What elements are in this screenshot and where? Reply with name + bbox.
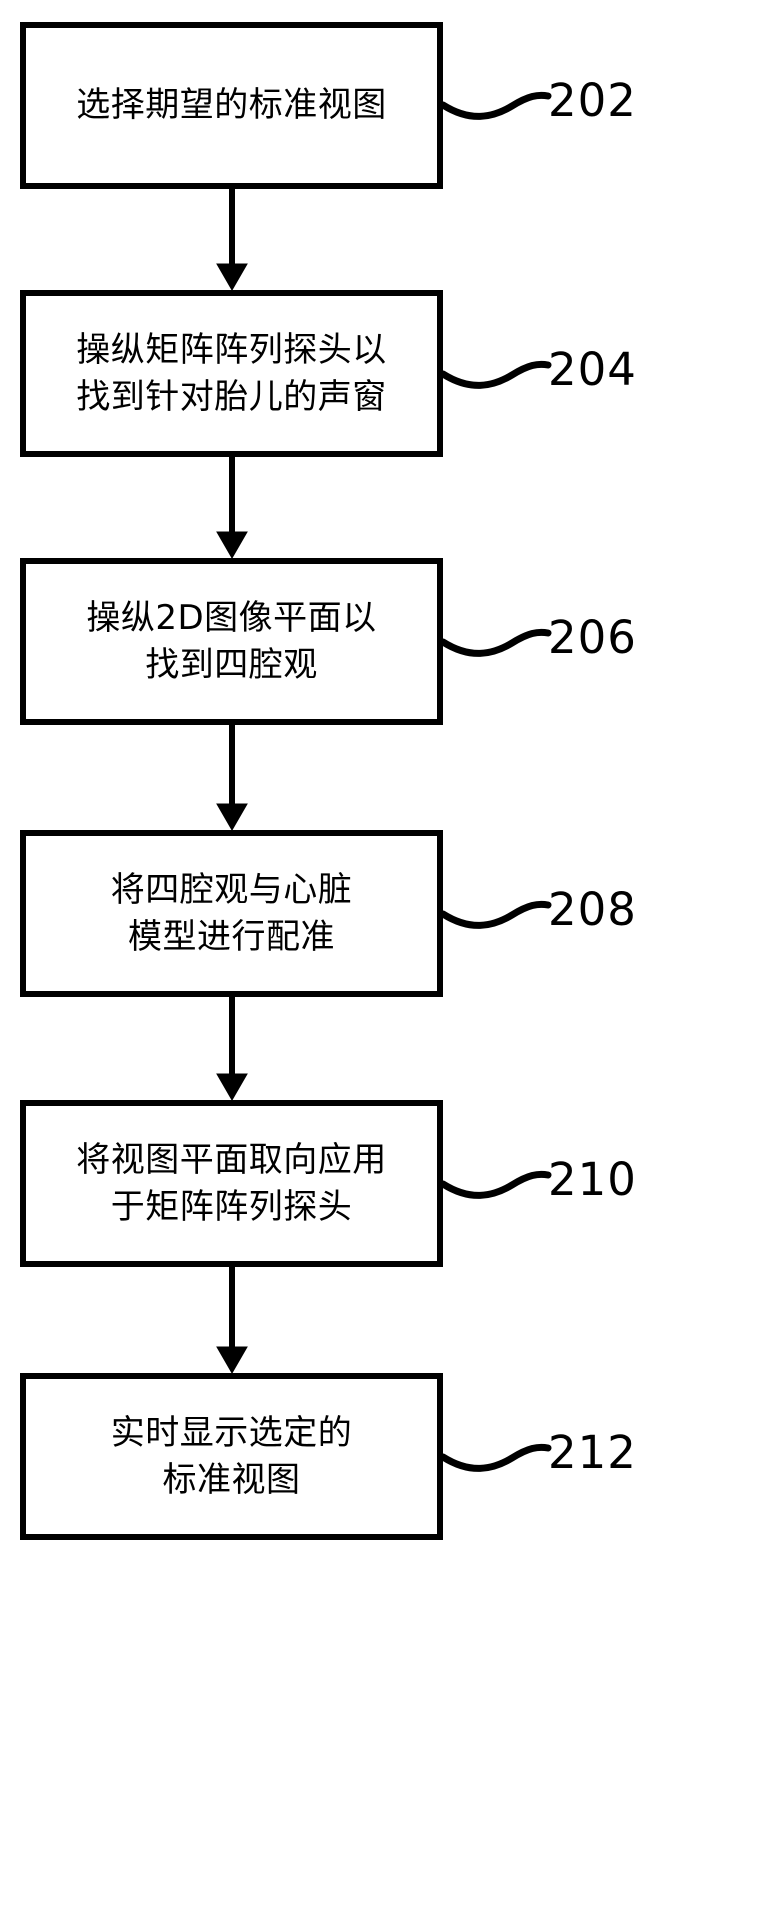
- flow-step-212-line-1: 实时显示选定的: [110, 1412, 353, 1453]
- reference-number-204: 204: [548, 343, 637, 396]
- leader-line-206: [439, 628, 552, 657]
- flow-step-206[interactable]: 操纵2D图像平面以 找到四腔观: [20, 558, 443, 725]
- flow-step-210[interactable]: 将视图平面取向应用 于矩阵阵列探头: [20, 1100, 443, 1267]
- flow-step-212-line-2: 标准视图: [162, 1459, 301, 1500]
- leader-line-212: [439, 1443, 552, 1472]
- flow-step-208[interactable]: 将四腔观与心脏 模型进行配准: [20, 830, 443, 997]
- flow-step-206-line-2: 找到四腔观: [145, 644, 318, 685]
- reference-number-208: 208: [548, 883, 637, 936]
- flow-step-210-line-1: 将视图平面取向应用: [76, 1139, 387, 1180]
- flow-step-204[interactable]: 操纵矩阵阵列探头以 找到针对胎儿的声窗: [20, 290, 443, 457]
- flow-step-202[interactable]: 选择期望的标准视图: [20, 22, 443, 189]
- reference-number-202: 202: [548, 74, 637, 127]
- leader-line-204: [439, 360, 552, 389]
- flow-step-202-line-1: 选择期望的标准视图: [76, 85, 387, 126]
- reference-number-212: 212: [548, 1426, 637, 1479]
- flow-step-204-line-2: 找到针对胎儿的声窗: [76, 376, 387, 417]
- reference-number-210: 210: [548, 1153, 637, 1206]
- flow-step-206-line-1: 操纵2D图像平面以: [86, 597, 377, 638]
- flow-step-212[interactable]: 实时显示选定的 标准视图: [20, 1373, 443, 1540]
- leader-line-210: [439, 1170, 552, 1199]
- flow-step-208-line-2: 模型进行配准: [128, 916, 335, 957]
- flow-step-208-line-1: 将四腔观与心脏: [110, 869, 353, 910]
- flow-step-204-line-1: 操纵矩阵阵列探头以: [76, 329, 387, 370]
- leader-line-202: [439, 91, 552, 120]
- flow-step-210-line-2: 于矩阵阵列探头: [110, 1186, 353, 1227]
- reference-number-206: 206: [548, 611, 637, 664]
- leader-line-208: [439, 900, 552, 929]
